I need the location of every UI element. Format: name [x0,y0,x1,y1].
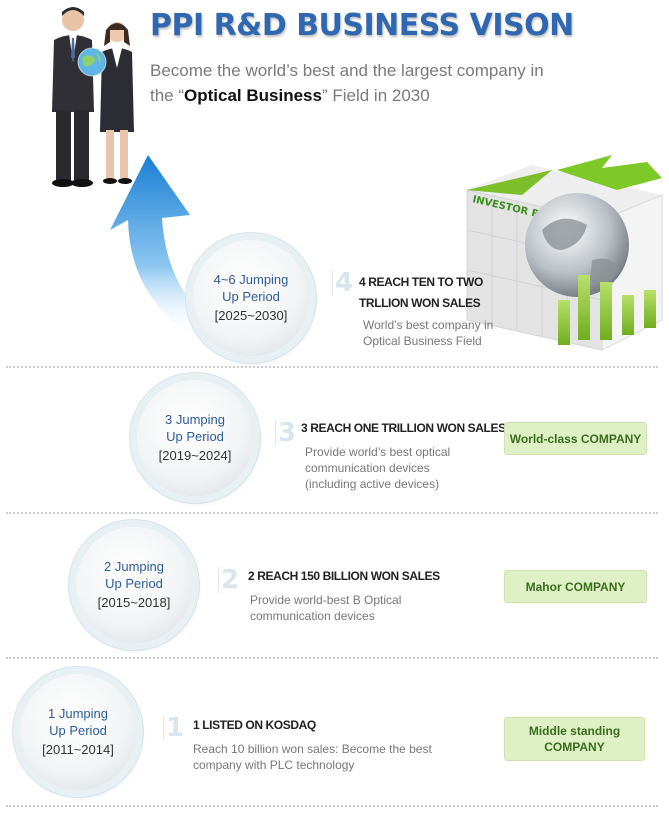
investor-relations-globe-illustration: INVESTOR RELATIONS [466,155,663,351]
period-circle-4: 4~6 Jumping Up Period [2025~2030] [193,240,309,356]
period-circle-3: 3 Jumping Up Period [2019~2024] [137,380,253,496]
period-sublabel: Up Period [49,723,107,738]
growth-arrow-illustration [110,155,220,340]
step-desc-4: World’s best company in Optical Business… [363,318,494,348]
period-circle-1: 1 Jumping Up Period [2011~2014] [20,674,136,790]
business-people-illustration [52,7,134,187]
period-years: [2011~2014] [42,742,114,757]
step-number-3: 3 [275,420,296,446]
period-label: 3 Jumping [165,412,225,427]
step-desc-2: Provide world-best B Optical communicati… [250,593,402,623]
page-title: PPI R&D BUSINESS VISON [150,8,574,43]
period-label: 1 Jumping [48,706,108,721]
step-title-2: 2 REACH 150 BILLION WON SALES [248,569,440,583]
divider [6,512,658,514]
period-circle-2: 2 Jumping Up Period [2015~2018] [76,527,192,643]
divider [6,657,658,659]
page-subtitle: Become the world’s best and the largest … [150,61,544,105]
step-number-4: 4 [332,270,353,296]
divider [6,805,658,807]
period-label: 2 Jumping [104,559,164,574]
period-years: [2019~2024] [158,448,232,463]
period-years: [2025~2030] [214,308,288,323]
step-desc-1: Reach 10 billion won sales: Become the b… [193,742,432,772]
period-label: 4~6 Jumping [213,272,289,287]
step-number-2: 2 [218,567,239,593]
period-sublabel: Up Period [166,429,224,444]
step-desc-3: Provide world’s best optical communicati… [305,445,451,491]
divider [6,366,658,368]
period-years: [2015~2018] [97,595,171,610]
period-sublabel: Up Period [222,289,280,304]
status-badge-1: Middle standing COMPANY [504,717,645,761]
period-sublabel: Up Period [105,576,163,591]
status-badge-2: Mahor COMPANY [504,570,647,603]
step-title-4: 4 REACH TEN TO TWO TRLLION WON SALES [359,275,483,310]
step-title-3: 3 REACH ONE TRILLION WON SALES [301,421,506,435]
status-badge-3: World-class COMPANY [504,422,647,455]
step-number-1: 1 [163,715,184,741]
step-title-1: 1 LISTED ON KOSDAQ [193,718,316,732]
